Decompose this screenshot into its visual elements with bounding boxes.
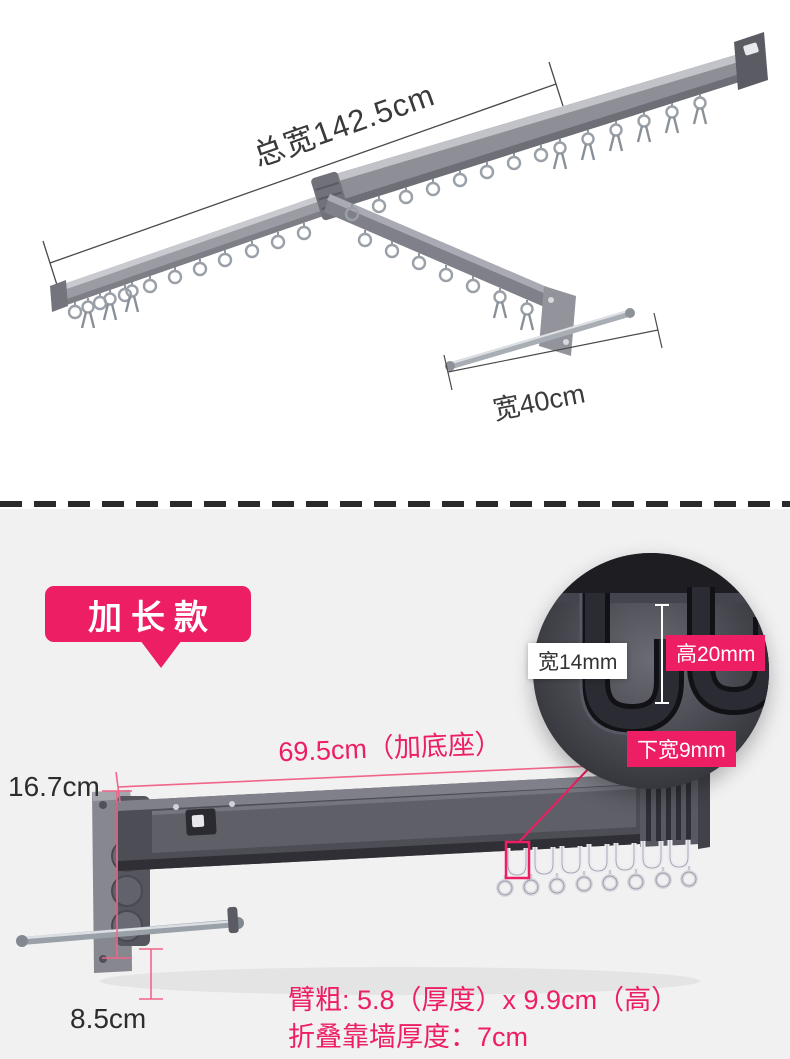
total-width-measure-line bbox=[42, 61, 564, 286]
rail-end-cap bbox=[734, 32, 768, 90]
top-rack-illustration bbox=[42, 32, 768, 391]
wall-bracket bbox=[539, 286, 576, 356]
badge-pointer-triangle bbox=[140, 640, 182, 668]
steel-rod bbox=[445, 308, 635, 371]
rail-left-section bbox=[50, 191, 332, 312]
rail-right-section bbox=[322, 50, 752, 214]
extended-version-badge: 加长款 bbox=[45, 586, 251, 642]
height-label: 16.7cm bbox=[8, 771, 100, 802]
spec-text: 臂粗: 5.8（厚度）x 9.9cm（高） 折叠靠墙厚度：7cm bbox=[288, 982, 678, 1056]
steel-rod-folded bbox=[16, 906, 244, 947]
dashed-divider bbox=[0, 499, 790, 509]
floor-shadow bbox=[100, 967, 700, 995]
hook-height-tag: 高20mm bbox=[666, 635, 766, 671]
bottom-photo-section: 加长款 bbox=[0, 509, 790, 1059]
folded-rack-illustration bbox=[16, 747, 710, 1000]
top-photo-section: 总宽142.5cm 宽40cm bbox=[0, 0, 790, 500]
hook-bottom-width-tag: 下宽9mm bbox=[627, 731, 736, 767]
arm-width-measure-line bbox=[443, 312, 663, 391]
spec-line-fold-thickness: 折叠靠墙厚度：7cm bbox=[288, 1022, 529, 1052]
spec-line-arm-size: 臂粗: 5.8（厚度）x 9.9cm（高） bbox=[288, 985, 679, 1015]
base-depth-label: 8.5cm bbox=[70, 1003, 147, 1034]
support-arm bbox=[324, 194, 556, 309]
hook-width-tag: 宽14mm bbox=[528, 643, 628, 679]
